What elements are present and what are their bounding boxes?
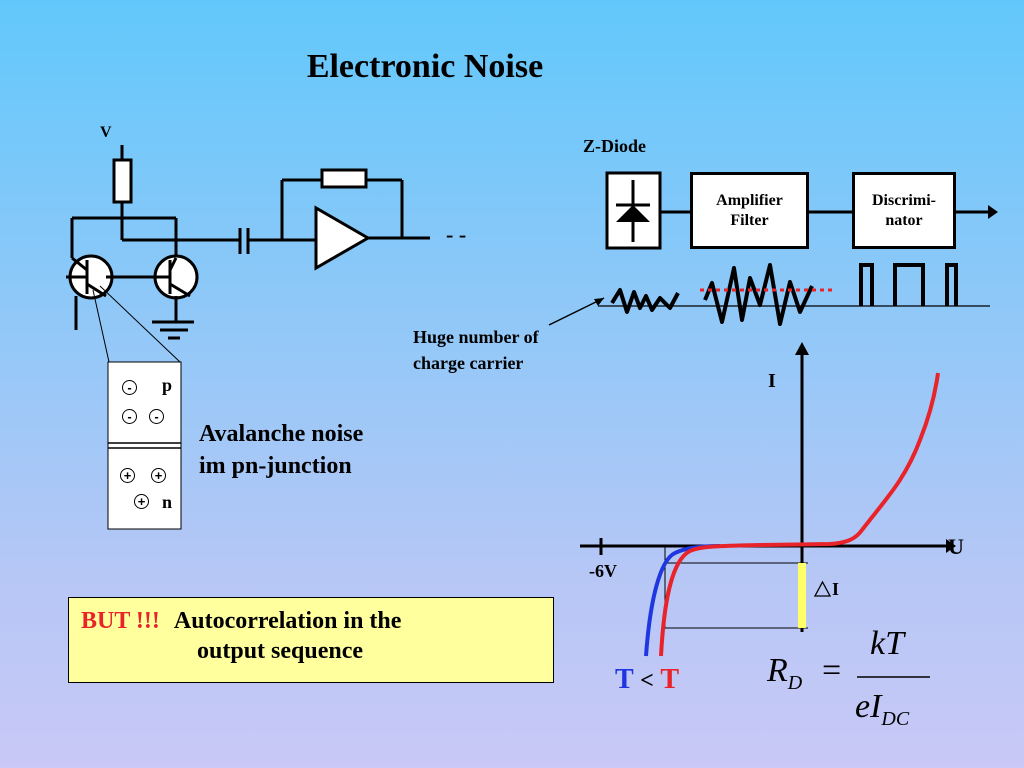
carrier-minus: -	[122, 380, 137, 395]
formula-den-sub: DC	[881, 707, 910, 730]
delta-i-label: I	[832, 579, 840, 599]
temp-hot: T	[660, 664, 680, 695]
formula-numerator: kT	[870, 625, 904, 662]
carrier-plus: +	[134, 494, 149, 509]
voltage-label: V	[100, 124, 112, 141]
temperature-comparison: T < T	[615, 664, 679, 696]
carrier-plus: +	[120, 468, 135, 483]
resistor-feedback	[320, 168, 368, 189]
output-arrow-head	[988, 205, 998, 219]
zdiode-label: Z-Diode	[583, 136, 646, 156]
breakdown-voltage-label: -6V	[589, 561, 617, 581]
output-continuation: - -	[446, 222, 467, 247]
resistor-bias	[112, 158, 133, 204]
carrier-plus: +	[151, 468, 166, 483]
less-than: <	[640, 668, 654, 694]
note-line2: output sequence	[197, 638, 364, 664]
formula-equals: =	[822, 652, 842, 689]
autocorrelation-note: BUT !!! Autocorrelation in the output se…	[68, 597, 554, 683]
u-axis-label: U	[948, 534, 964, 559]
noise-raw-signal	[610, 288, 680, 314]
carrier-minus: -	[149, 409, 164, 424]
filter-label: Filter	[730, 211, 769, 229]
formula-r-sub: D	[787, 671, 803, 694]
p-label: p	[162, 375, 173, 395]
avalanche-caption: Avalanche noise im pn-junction	[199, 418, 363, 482]
noise-amplified-signal	[703, 263, 814, 326]
discriminator-label-line1: Discrimi-	[872, 191, 936, 209]
amplifier-filter-box: Amplifier Filter	[690, 172, 809, 249]
opamp-triangle	[314, 205, 372, 271]
note-but: BUT !!!	[81, 608, 160, 634]
charge-carrier-note: Huge number of charge carrier	[413, 324, 539, 376]
slide-title: Electronic Noise	[306, 48, 544, 85]
n-label: n	[162, 492, 173, 512]
formula-r: R	[767, 652, 788, 689]
delta-icon	[813, 580, 832, 597]
avalanche-caption-line2: im pn-junction	[199, 453, 352, 479]
carrier-minus: -	[122, 409, 137, 424]
avalanche-caption-line1: Avalanche noise	[199, 421, 364, 447]
charge-carrier-note-line2: charge carrier	[413, 353, 524, 373]
i-axis-label: I	[768, 370, 776, 392]
amplifier-label: Amplifier	[716, 191, 783, 209]
temp-cold: T	[615, 664, 634, 695]
formula-denominator: eIDC	[855, 688, 909, 731]
charge-carrier-note-line1: Huge number of	[413, 327, 539, 347]
formula-lhs: RD	[767, 652, 802, 695]
note-line1: Autocorrelation in the	[173, 608, 402, 634]
discriminator-pulses	[859, 263, 958, 306]
preamp-circuit	[66, 145, 430, 363]
formula-den-main: eI	[855, 688, 882, 725]
iv-curve-hot	[659, 372, 940, 657]
discriminator-box: Discrimi- nator	[852, 172, 956, 249]
discriminator-label-line2: nator	[885, 211, 923, 229]
